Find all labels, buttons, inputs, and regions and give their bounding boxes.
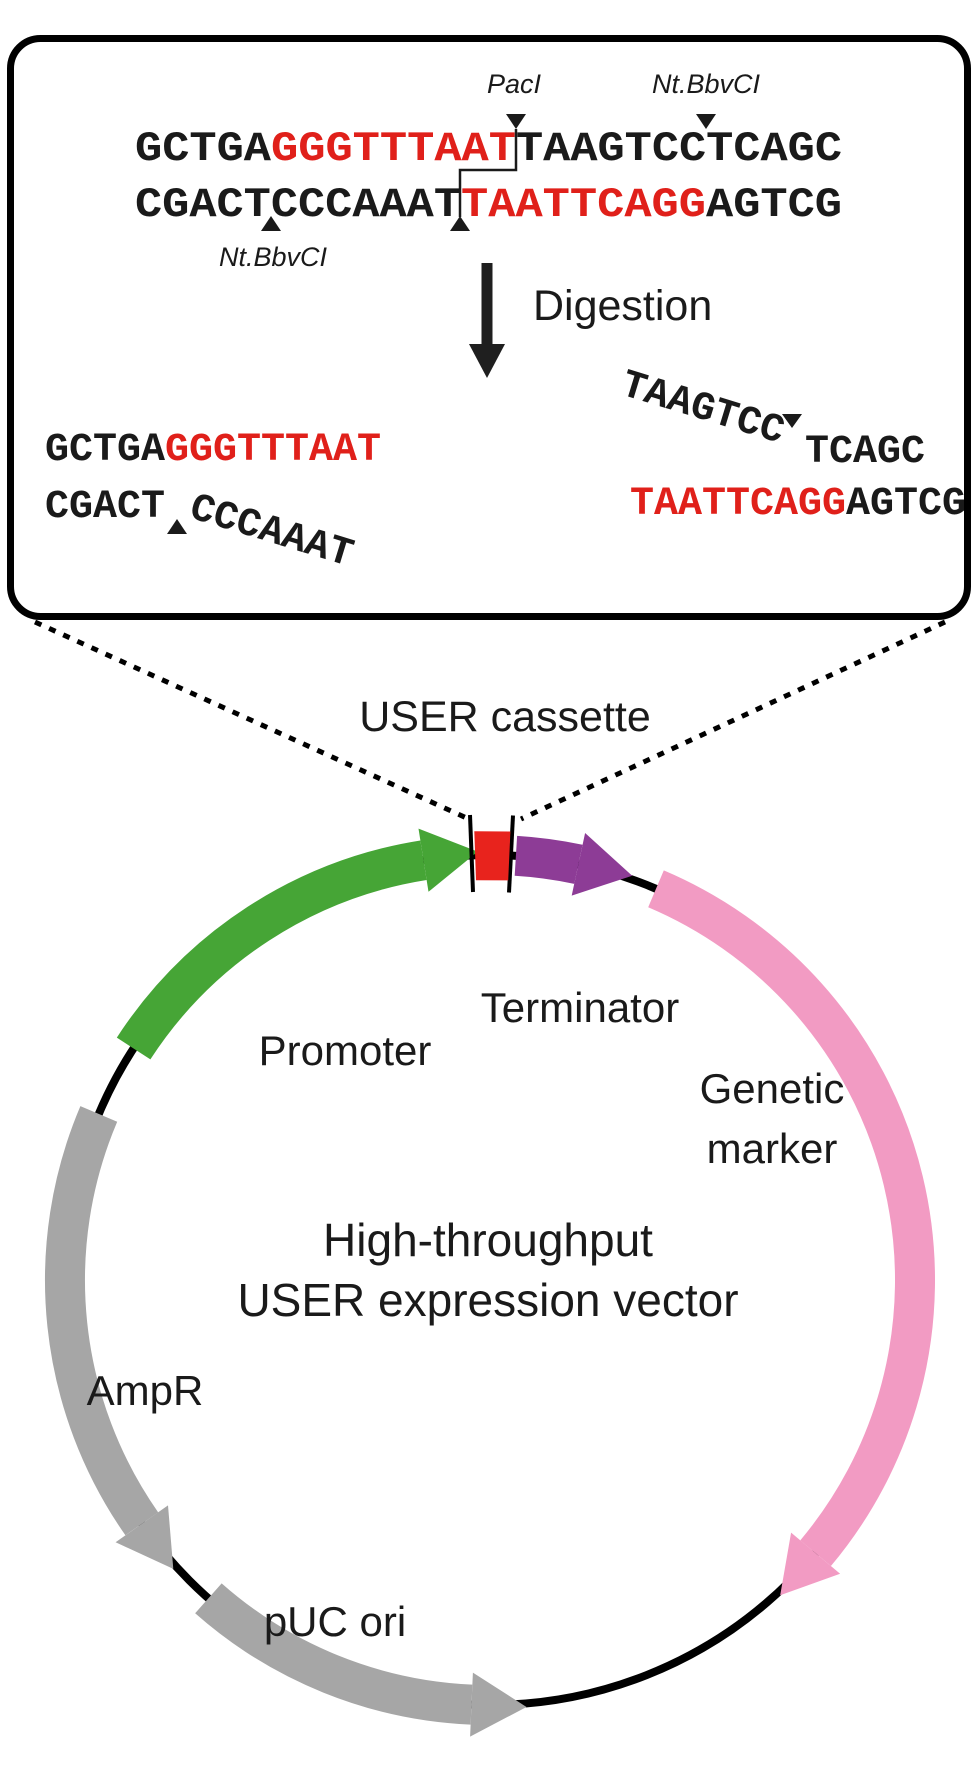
fragment-right-bottom-seg2: AGTCG bbox=[846, 482, 966, 527]
duplex-bottom-strand: CGACTCCCAAAT TAATTCAGG AGTCG bbox=[135, 181, 842, 229]
paci-cut-marker-icon bbox=[506, 114, 526, 129]
user-cassette-box bbox=[474, 831, 511, 881]
staggered-cut-line bbox=[458, 129, 518, 217]
puc-ori-arc bbox=[195, 1583, 473, 1725]
terminator-label: Terminator bbox=[481, 984, 679, 1031]
fragment-left-cut-marker-icon bbox=[167, 519, 187, 534]
promoter-arrowhead-icon bbox=[418, 828, 478, 892]
genetic-marker-label-line2: marker bbox=[707, 1125, 838, 1172]
ntbbvci-bottom-label: Nt.BbvCI bbox=[219, 242, 328, 272]
plasmid-title-line2: USER expression vector bbox=[237, 1274, 738, 1326]
duplex-top-seg1: GCTGA bbox=[135, 125, 272, 173]
promoter-arc bbox=[116, 840, 427, 1060]
puc-ori-arrowhead-icon bbox=[470, 1672, 527, 1737]
digestion-arrow-shaft bbox=[481, 263, 493, 346]
fragment-right-top-strand: TCAGC bbox=[805, 430, 925, 475]
duplex-top-seg2: GGGTTTAAT bbox=[271, 125, 516, 173]
plasmid-title-line1: High-throughput bbox=[323, 1214, 653, 1266]
duplex-top-seg3: TAAGTCCTCAGC bbox=[516, 125, 842, 173]
puc-ori-label: pUC ori bbox=[264, 1598, 406, 1645]
paci-bottom-cut-marker-icon bbox=[450, 216, 470, 231]
fragment-left-top-strand: GCTGA GGGTTTAAT bbox=[45, 428, 381, 473]
cassette-boundary-tick-right bbox=[507, 815, 515, 893]
duplex-bottom-seg2: TAATTCAGG bbox=[461, 181, 706, 229]
fragment-left-top-seg1: GCTGA bbox=[45, 428, 165, 473]
ntbbvci-top-label: Nt.BbvCI bbox=[652, 69, 761, 99]
genetic-marker-label-line1: Genetic bbox=[700, 1065, 845, 1112]
ampr-arc bbox=[45, 1106, 159, 1536]
ampr-label: AmpR bbox=[87, 1367, 204, 1414]
digestion-arrow-head-icon bbox=[469, 344, 505, 378]
user-cassette-label: USER cassette bbox=[359, 693, 651, 741]
duplex-bottom-seg1: CGACTCCCAAAT bbox=[135, 181, 461, 229]
terminator-arc bbox=[514, 835, 583, 884]
promoter-label: Promoter bbox=[259, 1027, 432, 1074]
callout-dotted-line-right bbox=[519, 619, 947, 822]
genetic-marker-arc bbox=[648, 870, 935, 1567]
callout-dotted-line-left bbox=[33, 619, 473, 823]
digestion-label: Digestion bbox=[533, 282, 712, 330]
fragment-right-bottom-seg1: TAATTCAGG bbox=[630, 482, 846, 527]
ntbbvci-top-cut-marker-icon bbox=[696, 114, 716, 129]
ampr-arrowhead-icon bbox=[115, 1505, 174, 1569]
ntbbvci-bottom-cut-marker-icon bbox=[261, 216, 281, 231]
cassette-boundary-tick-left bbox=[468, 814, 475, 893]
fragment-left-bottom-strand: CGACT bbox=[45, 485, 165, 530]
paci-label: PacI bbox=[487, 69, 542, 99]
duplex-top-strand: GCTGA GGGTTTAAT TAAGTCCTCAGC bbox=[135, 125, 842, 173]
duplex-bottom-seg3: AGTCG bbox=[706, 181, 842, 229]
genetic-marker-arrowhead-icon bbox=[780, 1532, 841, 1596]
terminator-arrowhead-icon bbox=[571, 833, 633, 896]
fragment-right-bottom-strand: TAATTCAGG AGTCG bbox=[630, 482, 966, 527]
fragment-right-cut-marker-icon bbox=[782, 414, 802, 428]
fragment-left-top-seg2: GGGTTTAAT bbox=[165, 428, 381, 473]
